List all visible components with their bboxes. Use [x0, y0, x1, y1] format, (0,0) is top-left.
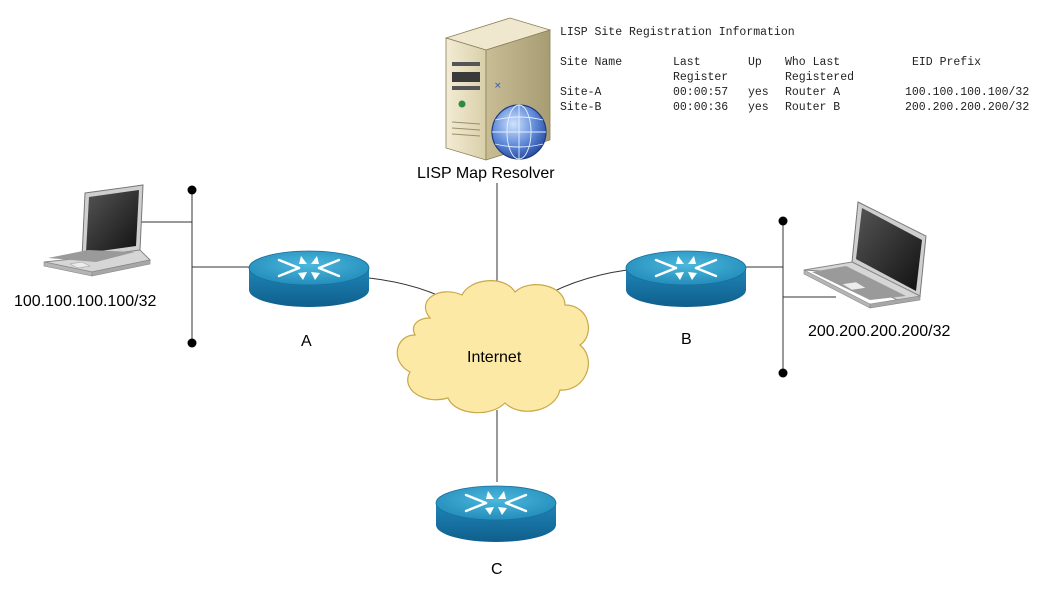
router-b-label: B — [681, 331, 692, 348]
router-icon — [248, 250, 370, 307]
host-b-label: 200.200.200.200/32 — [808, 323, 951, 340]
row-last-register: 00:00:57 — [673, 86, 729, 99]
row-site: Site-B — [560, 101, 602, 114]
server-globe-icon: × — [444, 17, 552, 161]
host-a-label: 100.100.100.100/32 — [14, 293, 157, 310]
bus-endpoints — [187, 185, 788, 378]
row-up: yes — [748, 101, 769, 114]
map-resolver-label: LISP Map Resolver — [417, 165, 555, 182]
header-last: Last — [673, 56, 701, 69]
row-last-register: 00:00:36 — [673, 101, 729, 114]
cloud-icon — [396, 280, 589, 414]
router-c-label: C — [491, 561, 503, 578]
router-a-label: A — [301, 333, 312, 350]
row-up: yes — [748, 86, 769, 99]
laptop-icon — [803, 201, 927, 309]
header-registered: Registered — [785, 71, 855, 84]
laptop-icon — [43, 184, 152, 277]
row-eid: 200.200.200.200/32 — [905, 101, 1030, 114]
row-who: Router B — [785, 101, 841, 114]
router-icon — [435, 485, 557, 542]
header-up: Up — [748, 56, 762, 69]
row-eid: 100.100.100.100/32 — [905, 86, 1030, 99]
internet-label: Internet — [467, 349, 522, 366]
header-site-name: Site Name — [560, 56, 623, 69]
svg-text:×: × — [494, 81, 502, 91]
row-who: Router A — [785, 86, 841, 99]
header-who-last: Who Last — [785, 56, 841, 69]
table-title: LISP Site Registration Information — [560, 26, 795, 39]
header-register: Register — [673, 71, 729, 84]
header-eid-prefix: EID Prefix — [912, 56, 982, 69]
row-site: Site-A — [560, 86, 602, 99]
router-icon — [625, 250, 747, 307]
